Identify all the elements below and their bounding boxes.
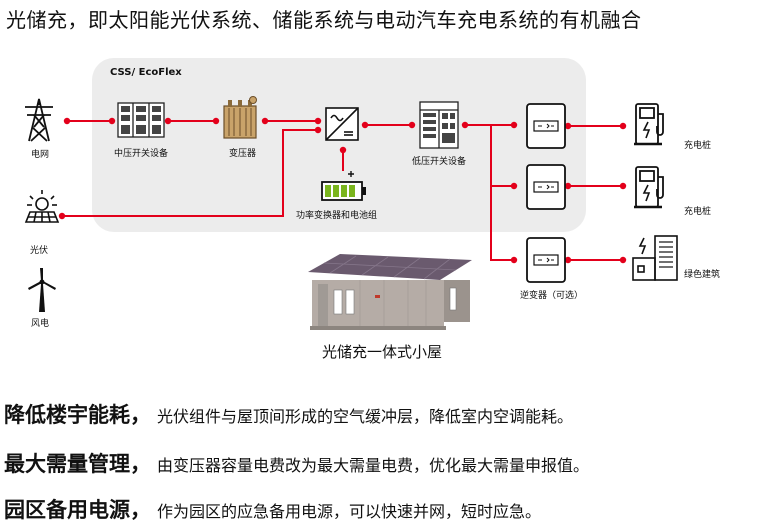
page-title: 光储充，即太阳能光伏系统、储能系统与电动汽车充电系统的有机融合 [6, 8, 642, 32]
label-mv-switchgear: 中压开关设备 [114, 149, 169, 159]
dot [461, 121, 469, 129]
house-caption: 光储充一体式小屋 [322, 343, 443, 361]
dot [408, 121, 416, 129]
dot [212, 117, 220, 125]
transformer-icon [223, 96, 257, 139]
green-building-icon [632, 235, 678, 281]
feature-row: 园区备用电源， 作为园区的应急备用电源，可以快速并网，短时应急。 [4, 494, 541, 524]
label-charger-1: 充电桩 [684, 141, 712, 151]
line-lv-inv3 [490, 125, 514, 261]
dot [619, 256, 627, 264]
feature-text: 作为园区的应急备用电源，可以快速并网，短时应急。 [157, 502, 542, 521]
mv-switchgear-icon [117, 102, 165, 138]
dot [314, 117, 322, 125]
dot [619, 182, 627, 190]
line-pv-pcs [62, 129, 318, 217]
dot [339, 146, 347, 154]
feature-heading: 降低楼宇能耗， [4, 403, 151, 427]
panel-label: CSS/ EcoFlex [110, 67, 182, 78]
battery-icon [321, 171, 366, 201]
css-ecoflex-panel [92, 58, 586, 232]
solar-container-house-illustration [308, 254, 472, 330]
label-grid: 电网 [31, 150, 50, 160]
dot [564, 256, 572, 264]
ev-charger-icon [634, 166, 664, 209]
dot [564, 122, 572, 130]
label-pv: 光伏 [30, 246, 49, 256]
label-inverter: 逆变器（可选） [520, 291, 584, 301]
feature-text: 光伏组件与屋顶间形成的空气缓冲层，降低室内空调能耗。 [157, 407, 574, 426]
dot [63, 117, 71, 125]
connection-lines [62, 120, 623, 261]
label-pcs-battery: 功率变换器和电池组 [296, 211, 378, 221]
dot [510, 256, 518, 264]
feature-heading: 最大需量管理， [4, 452, 151, 476]
dot [314, 126, 322, 134]
label-transformer: 变压器 [229, 149, 257, 159]
connection-dots [58, 117, 627, 264]
dot [261, 117, 269, 125]
inverter-icon [526, 164, 566, 210]
converter-icon [325, 107, 359, 141]
feature-row: 最大需量管理， 由变压器容量电费改为最大需量电费，优化最大需量申报值。 [4, 448, 589, 478]
label-lv-switchgear: 低压开关设备 [412, 157, 467, 167]
wind-turbine-icon [28, 268, 56, 312]
label-wind: 风电 [31, 319, 50, 329]
ev-charger-icon [634, 103, 664, 146]
feature-row: 降低楼宇能耗， 光伏组件与屋顶间形成的空气缓冲层，降低室内空调能耗。 [4, 399, 573, 429]
dot [510, 121, 518, 129]
dot [164, 117, 172, 125]
dot [564, 182, 572, 190]
dot [108, 117, 116, 125]
label-charger-2: 充电桩 [684, 207, 712, 217]
label-green-building: 绿色建筑 [684, 270, 721, 280]
feature-text: 由变压器容量电费改为最大需量电费，优化最大需量申报值。 [157, 456, 590, 475]
dot [58, 212, 66, 220]
power-tower-icon [25, 98, 53, 142]
dot [361, 121, 369, 129]
feature-heading: 园区备用电源， [4, 498, 151, 522]
inverter-icon [526, 237, 566, 283]
dot [510, 182, 518, 190]
dot [619, 122, 627, 130]
inverter-icon [526, 103, 566, 149]
solar-panel-icon [24, 190, 60, 223]
lv-switchgear-icon [419, 101, 459, 149]
